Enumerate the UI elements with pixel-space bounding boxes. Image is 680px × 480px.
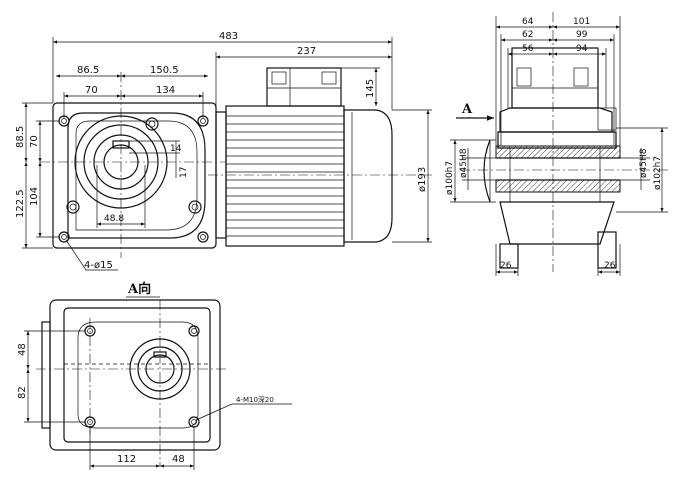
bolt-holes-callout: 4-ø15 xyxy=(84,260,113,271)
dim-horiz-112: 112 xyxy=(117,454,136,465)
dim-key-depth: 17 xyxy=(179,167,189,178)
dim-right-outer: ø102h7 xyxy=(653,156,663,190)
dim-overall-length: 483 xyxy=(219,31,238,42)
dim-left-bore: ø45H8 xyxy=(459,148,469,178)
dim-top-56: 56 xyxy=(522,44,534,54)
bottom-view: A向 48 82 xyxy=(17,281,292,470)
dim-span-70: 70 xyxy=(85,85,98,96)
dim-shaft-48-8: 48.8 xyxy=(104,214,124,224)
dim-vert-82: 82 xyxy=(17,386,28,399)
section-label-a: A xyxy=(461,102,473,117)
dim-bottom-left: 26 xyxy=(500,261,512,271)
dim-left-outer: ø100h7 xyxy=(445,161,455,195)
front-view: 483 237 86.5 150.5 70 134 145 88.5 122.5 xyxy=(15,31,432,271)
dim-vert-88-5: 88.5 xyxy=(15,126,26,148)
terminal-box xyxy=(266,67,342,107)
view-label-a-direction: A向 xyxy=(127,281,151,297)
dim-vert-70: 70 xyxy=(29,135,40,148)
dim-top-99: 99 xyxy=(576,30,588,40)
dim-top-101: 101 xyxy=(573,17,590,27)
dim-right-bore: ø45H8 xyxy=(639,148,649,178)
side-dimensions: 64 101 62 99 56 94 ø100h7 ø45H8 ø45H8 xyxy=(445,16,668,276)
dim-150-5: 150.5 xyxy=(150,65,179,76)
tapped-holes-callout: 4-M10深20 xyxy=(236,395,274,404)
dim-span-134: 134 xyxy=(156,85,175,96)
side-housing xyxy=(497,47,617,269)
dim-horiz-48: 48 xyxy=(172,454,185,465)
side-view: A 64 101 62 99 56 94 ø100h7 xyxy=(445,12,668,276)
dim-bottom-right: 26 xyxy=(604,261,616,271)
dim-top-62: 62 xyxy=(522,30,533,40)
dim-vert-48: 48 xyxy=(17,343,28,356)
gearbox-housing xyxy=(67,112,206,239)
dim-top-64: 64 xyxy=(522,17,534,27)
dim-motor-length: 237 xyxy=(297,46,316,57)
dim-height-145: 145 xyxy=(365,79,376,98)
dim-vert-104: 104 xyxy=(29,187,40,206)
dim-motor-diameter: ø193 xyxy=(417,167,428,192)
hollow-shaft-section xyxy=(495,145,621,193)
front-bolt-holes xyxy=(58,115,209,243)
motor-fins xyxy=(226,115,344,237)
motor-body xyxy=(215,67,393,247)
front-dimensions: 483 237 86.5 150.5 70 134 145 88.5 122.5 xyxy=(15,31,432,271)
bottom-dimensions: 48 82 112 48 4-M10深20 xyxy=(17,330,292,470)
dim-86-5: 86.5 xyxy=(77,65,99,76)
dim-vert-122-5: 122.5 xyxy=(15,189,26,218)
bottom-tapped-holes xyxy=(84,325,200,428)
dim-top-94: 94 xyxy=(576,44,588,54)
